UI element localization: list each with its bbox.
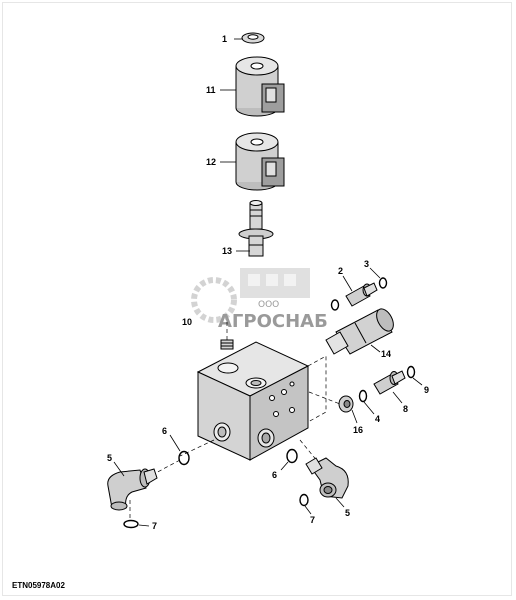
- part-12-solenoid-coil: [235, 132, 285, 191]
- part-5-elbow-left: [107, 468, 158, 511]
- leader-6b: [280, 461, 289, 471]
- part-11-solenoid-coil: [235, 56, 285, 117]
- diagram-frame: [2, 2, 512, 596]
- leader-7b: [304, 505, 312, 515]
- watermark-company-small: ООО: [258, 300, 279, 310]
- leader-8: [392, 391, 403, 404]
- label-3: 3: [364, 259, 369, 269]
- part-16-plug: [338, 395, 354, 413]
- part-7-o-ring-right: [299, 493, 309, 507]
- dash-to-6a: [179, 439, 215, 457]
- leader-9: [412, 377, 423, 386]
- dash-right-box: [307, 355, 327, 423]
- valve-block: [196, 341, 310, 461]
- part-6-o-ring-right: [286, 448, 298, 464]
- leader-5a: [113, 461, 125, 477]
- leader-16: [351, 409, 358, 424]
- figure-code: ETN05978A02: [12, 581, 65, 590]
- part-1-washer: [241, 32, 265, 44]
- part-3-o-ring: [378, 277, 388, 289]
- leader-6a: [169, 434, 181, 452]
- part-5-elbow-right: [305, 457, 349, 499]
- label-8: 8: [403, 404, 408, 414]
- leader-3: [369, 267, 381, 279]
- part-13-valve-stem: [238, 200, 274, 257]
- label-5b: 5: [345, 508, 350, 518]
- label-7a: 7: [152, 521, 157, 531]
- leader-2: [342, 275, 353, 292]
- label-16: 16: [353, 425, 363, 435]
- label-6b: 6: [272, 470, 277, 480]
- label-1: 1: [222, 34, 227, 44]
- label-5a: 5: [107, 453, 112, 463]
- label-6a: 6: [162, 426, 167, 436]
- o-ring-small: [330, 299, 340, 311]
- label-9: 9: [424, 385, 429, 395]
- label-13: 13: [222, 246, 232, 256]
- part-9-o-ring: [406, 365, 416, 379]
- part-2-fitting: [345, 282, 378, 307]
- dash-to-16: [308, 391, 341, 405]
- label-4: 4: [375, 414, 380, 424]
- label-12: 12: [206, 157, 216, 167]
- watermark-logo: [191, 268, 310, 323]
- leader-5b: [335, 497, 345, 508]
- leader-4: [363, 401, 375, 415]
- label-7b: 7: [310, 515, 315, 525]
- watermark-company: АГРОСНАБ: [218, 311, 328, 332]
- label-2: 2: [338, 266, 343, 276]
- leader-7a: [138, 524, 150, 527]
- leader-14: [370, 344, 381, 353]
- label-14: 14: [381, 349, 391, 359]
- part-spring: [220, 339, 234, 350]
- part-6-o-ring-left: [178, 450, 190, 466]
- label-10: 10: [182, 317, 192, 327]
- part-8-fitting: [373, 370, 406, 395]
- part-14-cartridge-valve: [325, 308, 394, 355]
- label-11: 11: [206, 85, 216, 95]
- part-7-o-ring-left: [123, 519, 139, 529]
- part-4-o-ring: [358, 389, 368, 403]
